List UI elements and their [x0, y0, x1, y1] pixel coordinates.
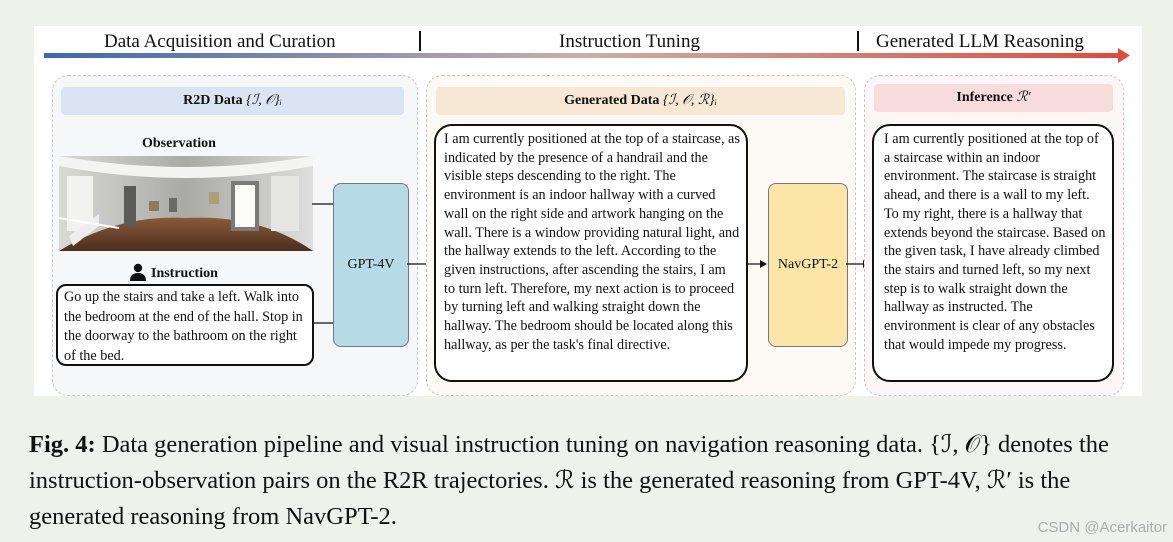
- instruction-text-box: Go up the stairs and take a left. Walk i…: [56, 284, 314, 366]
- generated-header-text: Generated Data: [564, 93, 659, 108]
- stage-acquisition: Data Acquisition and Curation: [104, 29, 336, 55]
- generated-data-header: Generated Data {ℐ, 𝒪, ℛ}ᵢ: [436, 87, 845, 115]
- r2d-header-text: R2D Data: [183, 93, 243, 108]
- inference-header-text: Inference: [956, 90, 1013, 105]
- navgpt2-label: NavGPT-2: [778, 257, 838, 273]
- r2d-header-math: {ℐ, 𝒪}ᵢ: [246, 93, 282, 108]
- generated-header-math: {ℐ, 𝒪, ℛ}ᵢ: [663, 93, 717, 108]
- generated-reasoning-text: I am currently positioned at the top of …: [444, 131, 740, 353]
- inference-header: Inference ℛ′: [874, 84, 1113, 112]
- gpt4v-label: GPT-4V: [348, 257, 395, 273]
- inference-header-math: ℛ′: [1016, 90, 1030, 105]
- instruction-text: Go up the stairs and take a left. Walk i…: [64, 289, 303, 364]
- figure-caption: Fig. 4: Data generation pipeline and vis…: [29, 427, 1151, 535]
- caption-label: Fig. 4:: [29, 431, 96, 458]
- navgpt2-model-box: NavGPT-2: [768, 183, 848, 347]
- observation-title: Observation: [142, 136, 216, 152]
- watermark: CSDN @Acerkaitor: [1038, 519, 1167, 536]
- stage-instruction-tuning: Instruction Tuning: [559, 29, 700, 55]
- observation-panorama: [59, 156, 313, 251]
- gpt4v-model-box: GPT-4V: [333, 183, 409, 347]
- stage-generated-reasoning: Generated LLM Reasoning: [876, 29, 1084, 55]
- caption-text: Data generation pipeline and visual inst…: [29, 431, 1109, 530]
- inference-reasoning-text: I am currently positioned at the top of …: [884, 131, 1105, 353]
- instruction-title: Instruction: [151, 266, 218, 282]
- generated-reasoning-box: I am currently positioned at the top of …: [434, 124, 748, 382]
- stage-separator: [857, 31, 859, 51]
- pipeline-figure: Data Acquisition and Curation Instructio…: [34, 26, 1142, 396]
- stage-separator: [419, 31, 421, 51]
- inference-reasoning-box: I am currently positioned at the top of …: [872, 124, 1114, 382]
- r2d-data-header: R2D Data {ℐ, 𝒪}ᵢ: [61, 87, 404, 115]
- user-icon: [129, 263, 147, 281]
